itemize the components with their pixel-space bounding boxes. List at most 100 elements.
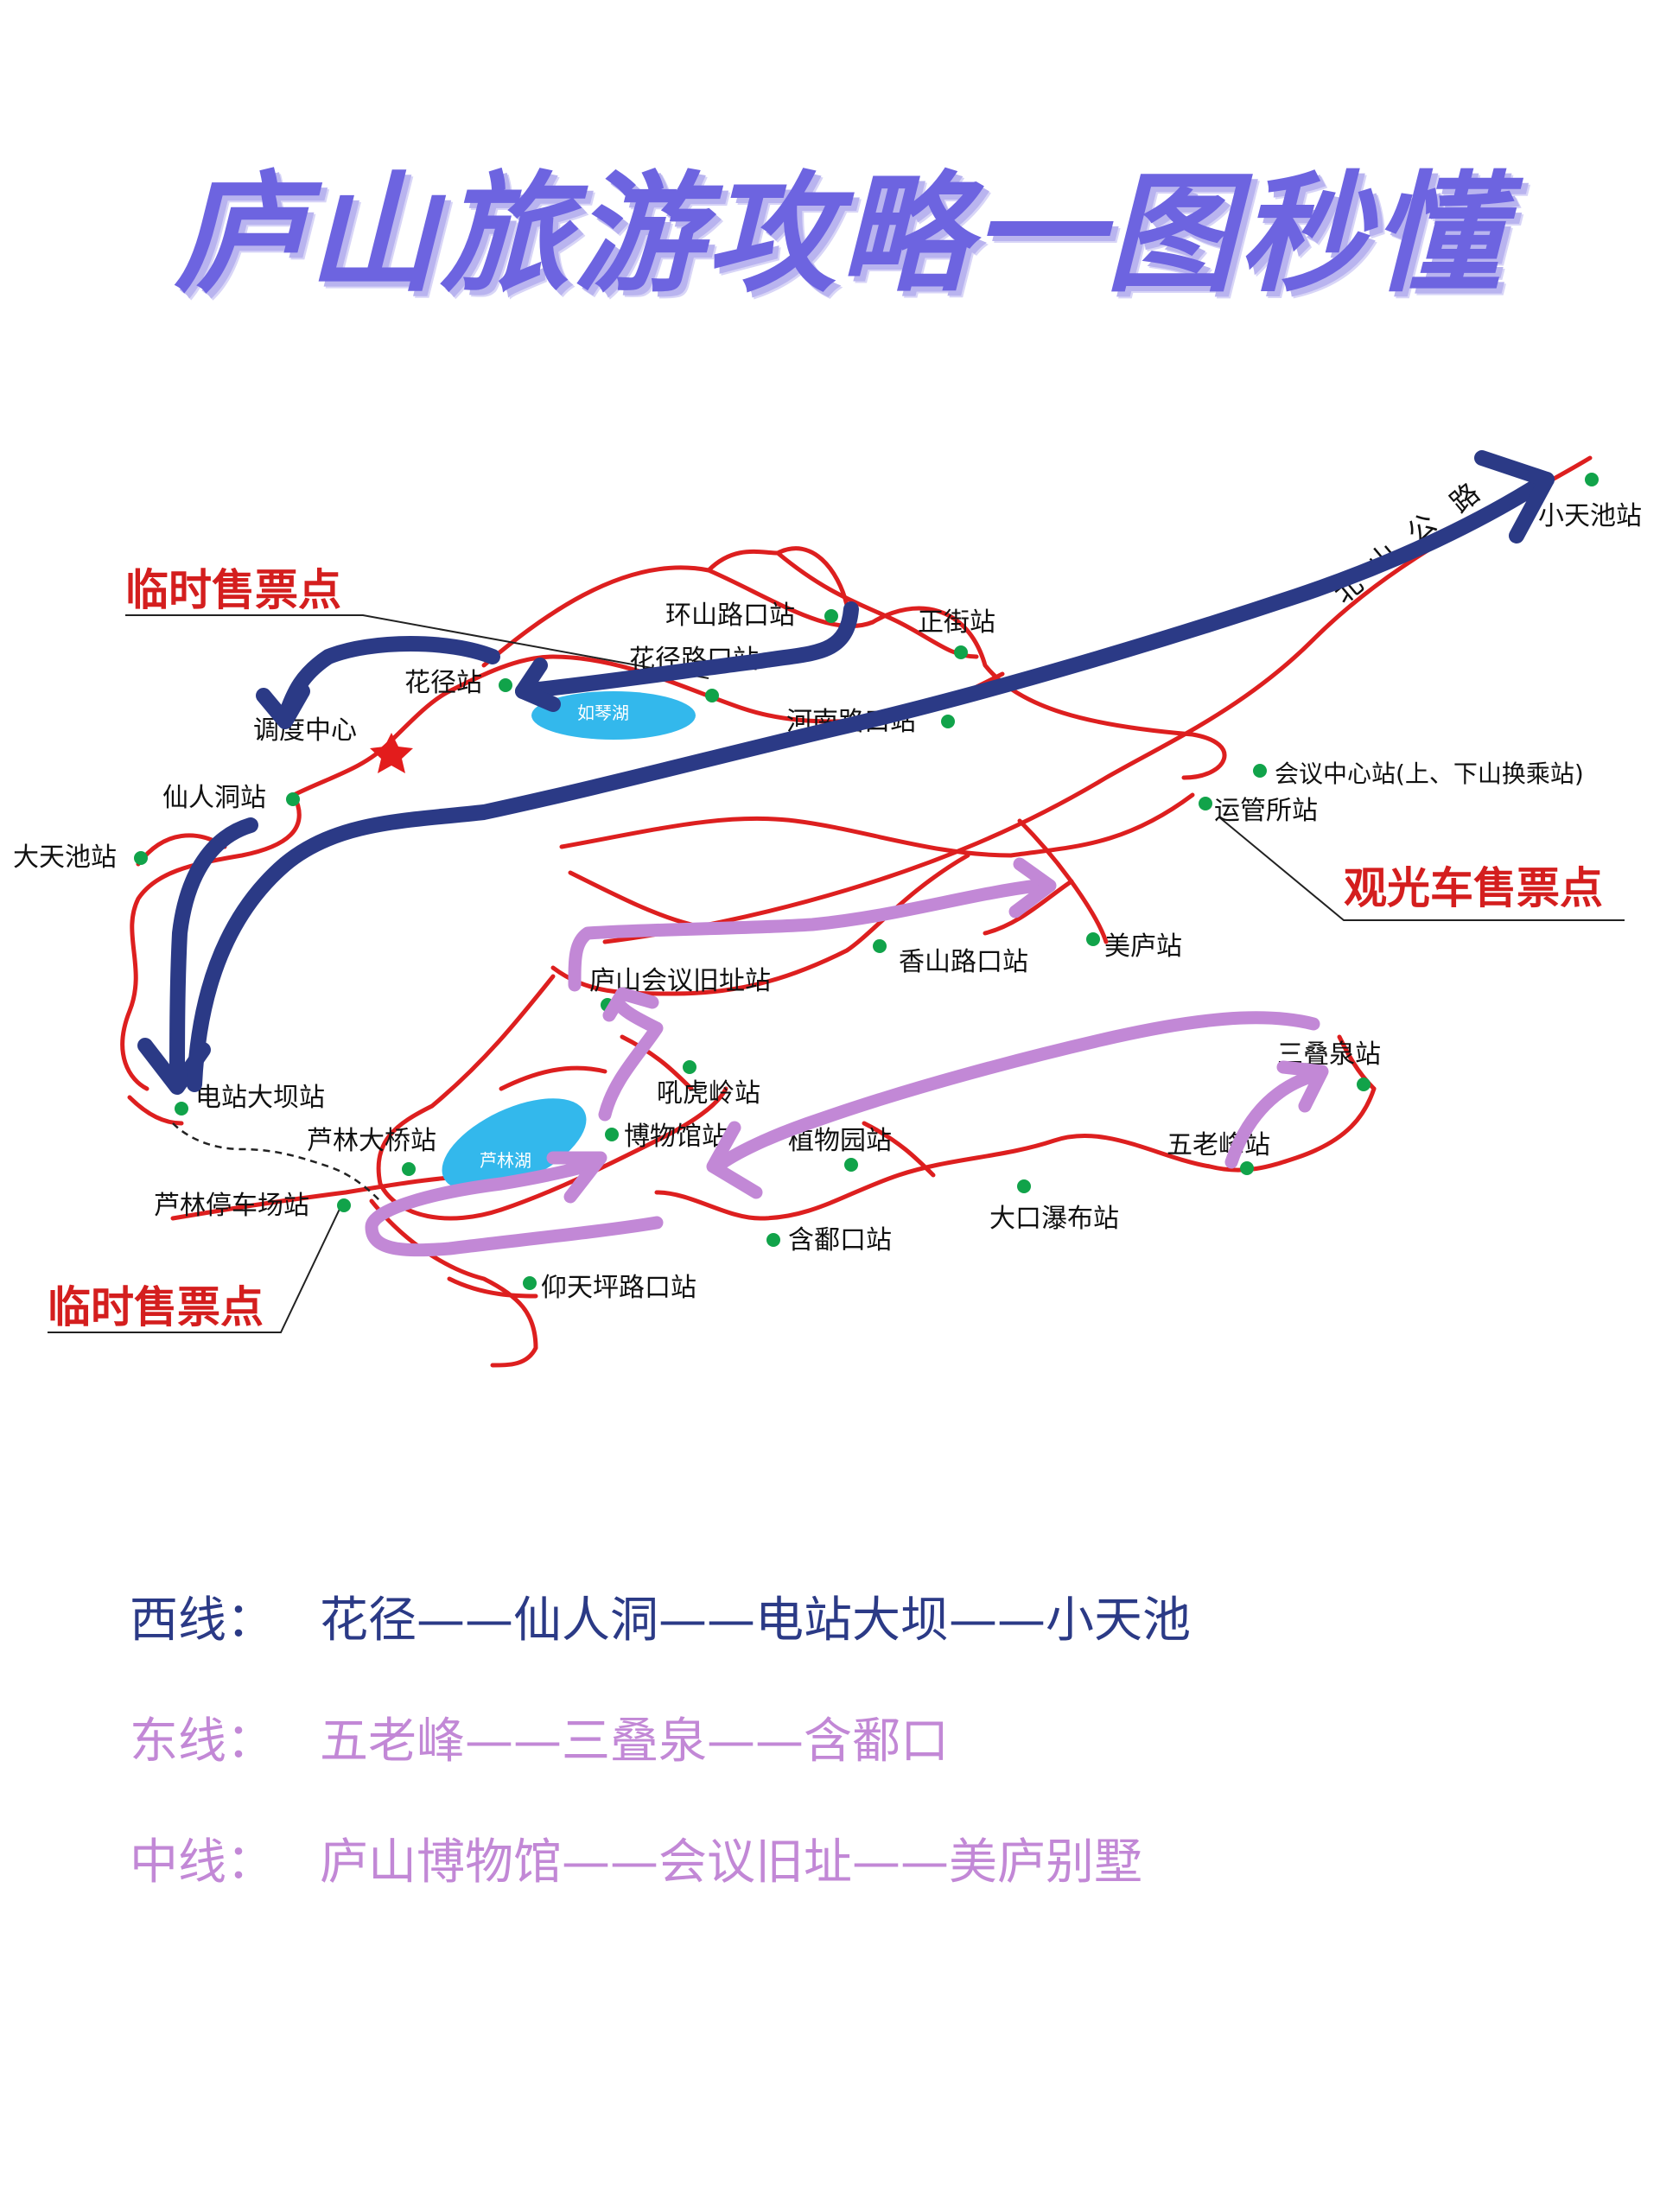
route-east-name: 东线： [130, 1713, 275, 1770]
road-extra-5 [862, 1121, 936, 1178]
ticket-points: 临时售票点 临时售票点 观光车售票点 [48, 565, 1625, 1333]
dot-zhiwuyuan [844, 1158, 858, 1172]
east-arrow-segment-2 [1224, 1069, 1320, 1169]
east-middle-route-arrows [365, 857, 1329, 1257]
road-extra-2 [983, 879, 1074, 936]
road-extra-4 [499, 1065, 607, 1091]
dot-houhuling [683, 1060, 696, 1074]
dot-henanlukou [941, 715, 955, 728]
road-extra-3 [620, 1034, 694, 1091]
label-houhuling: 吼虎岭站 [657, 1078, 760, 1109]
east-arrow-head-1 [706, 1121, 763, 1199]
route-east: 东线： 五老峰——三叠泉——含鄱口 [130, 1702, 949, 1772]
road-north-inner [775, 550, 979, 659]
dot-lulintingchechang [337, 1198, 351, 1212]
dot-meilu [1086, 932, 1100, 946]
page-title: 庐山旅游攻略一图秒懂 [174, 160, 1505, 310]
dot-huanshanlu [824, 609, 838, 623]
middle-arrow-head-2 [602, 987, 659, 1022]
dot-huiyizhongxin [1253, 764, 1267, 778]
middle-arrow-segment-3 [568, 879, 1044, 992]
route-west-name: 西线： [130, 1592, 275, 1649]
temp-ticket-top-leader [125, 614, 709, 679]
dot-hanpokou [766, 1233, 780, 1247]
route-middle-name: 中线： [130, 1834, 275, 1891]
road-yangtian [447, 1276, 538, 1299]
road-north-highway [602, 455, 1593, 944]
sightseeing-ticket-leader [1218, 816, 1625, 921]
route-middle-path: 庐山博物馆——会议旧址——美庐别墅 [320, 1834, 1142, 1891]
dot-lulindaqiao [402, 1162, 416, 1176]
sightseeing-ticket: 观光车售票点 [1344, 863, 1603, 913]
road-west-down [120, 792, 302, 1091]
lulin-lake-label: 芦林湖 [480, 1150, 531, 1171]
ruqin-lake [531, 691, 696, 740]
road-middle-2 [376, 974, 556, 1221]
west-arrow-head-4 [1474, 450, 1555, 543]
road-huanshan [706, 546, 849, 607]
label-xianrendong: 仙人洞站 [162, 783, 266, 813]
lushan-map: 如琴湖 芦林湖 临时售票点 临时售票点 观光车售票点 北 山 公 路 [13, 450, 1642, 1368]
dot-datianchi [134, 851, 148, 865]
station-dots [134, 473, 1599, 1290]
lakes: 如琴湖 芦林湖 [442, 691, 696, 1192]
route-west: 西线： 花径——仙人洞——电站大坝——小天池 [130, 1581, 1191, 1651]
west-arrow-segment-1 [515, 601, 859, 699]
temp-ticket-top: 临时售票点 [125, 565, 341, 615]
road-middle-3 [1017, 818, 1109, 944]
dot-huajinglukou [705, 689, 719, 702]
label-hanpokou: 含鄱口站 [788, 1225, 892, 1255]
label-lulintingchechang: 芦林停车场站 [154, 1191, 309, 1221]
west-route-arrows [137, 450, 1555, 1095]
road-hanpo [654, 1086, 1377, 1221]
dot-xiaotianchi [1585, 473, 1599, 486]
label-dianzhandaba: 电站大坝站 [195, 1083, 325, 1113]
station-labels: 小天池站 环山路口站 正街站 花径站 花径路口站 河南路口站 调度中心 仙人洞站… [13, 501, 1642, 1303]
dot-dakoupubu [1017, 1179, 1031, 1193]
road-extra-1 [568, 870, 694, 927]
label-diaodu: 调度中心 [253, 715, 357, 746]
label-zhengjie: 正街站 [918, 607, 995, 638]
road-river [559, 792, 1195, 858]
middle-arrow-segment-2 [598, 995, 664, 1122]
east-arrow-segment-1 [710, 1011, 1320, 1173]
west-arrow-segment-3 [169, 817, 258, 1092]
middle-arrow-head-3 [1008, 857, 1057, 918]
label-huiyizhongxin: 会议中心站(上、下山换乘站) [1275, 760, 1584, 788]
route-middle: 中线： 庐山博物馆——会议旧址——美庐别墅 [130, 1823, 1142, 1893]
label-yangtianping: 仰天坪路口站 [541, 1273, 696, 1303]
label-bowuguan: 博物馆站 [624, 1122, 728, 1152]
label-xiangshanlukou: 香山路口站 [899, 947, 1028, 977]
label-dakoupubu: 大口瀑布站 [989, 1204, 1119, 1234]
dot-bowuguan [605, 1128, 619, 1141]
dispatch-center-star-icon [370, 733, 413, 773]
middle-arrow-head-1 [546, 1151, 607, 1204]
dot-sandiequan [1357, 1077, 1371, 1091]
dot-zhengjie [954, 645, 968, 659]
middle-arrow-segment-1 [365, 1155, 664, 1257]
dot-yangtianping [523, 1276, 537, 1290]
route-east-path: 五老峰——三叠泉——含鄱口 [320, 1713, 949, 1770]
temp-ticket-bottom: 临时售票点 [48, 1282, 264, 1332]
label-meilu: 美庐站 [1104, 931, 1182, 962]
lulin-lake [442, 1098, 587, 1192]
road-north-loop [481, 565, 1227, 780]
road-museum [499, 1086, 728, 1212]
label-huanshanlu: 环山路口站 [665, 601, 795, 631]
north-road-name: 北 山 公 路 [1327, 476, 1486, 610]
dot-wulaofeng [1240, 1161, 1254, 1175]
west-arrow-segment-4 [187, 472, 1555, 1092]
label-datianchi: 大天池站 [13, 842, 117, 873]
label-wulaofeng: 五老峰站 [1167, 1130, 1270, 1160]
dot-dianzhandaba [175, 1102, 188, 1116]
label-huajing: 花径站 [404, 668, 482, 698]
dashed-trail [172, 1122, 381, 1202]
road-network [120, 455, 1593, 1368]
road-extra-6 [127, 1095, 184, 1126]
route-west-path: 花径——仙人洞——电站大坝——小天池 [320, 1592, 1191, 1649]
west-arrow-head-1 [515, 658, 561, 712]
label-yunguansuo: 运管所站 [1214, 796, 1318, 826]
label-lulindaqiao: 芦林大桥站 [307, 1126, 436, 1156]
temp-ticket-bottom-leader [48, 1205, 342, 1333]
dot-xianrendong [286, 792, 300, 806]
